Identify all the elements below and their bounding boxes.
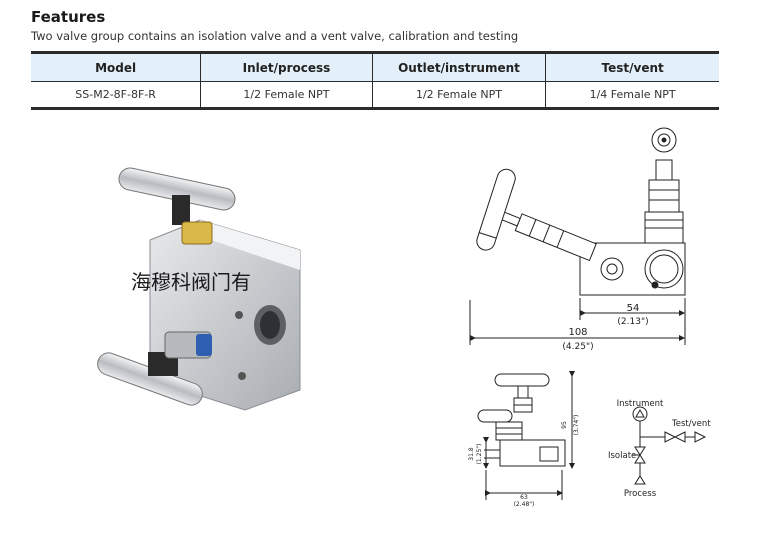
schematic-isolate-label: Isolate	[608, 451, 636, 461]
cell-inlet: 1/2 Female NPT	[200, 81, 373, 109]
cell-testvent: 1/4 Female NPT	[545, 81, 719, 109]
dim-54-label: 54	[627, 303, 640, 314]
dim-95-inch-label: (3.74")	[573, 415, 580, 436]
dim-63-inch-label: (2.48")	[514, 501, 535, 508]
dim-54-inch-label: (2.13")	[617, 317, 648, 327]
spec-table-header-row: Model Inlet/process Outlet/instrument Te…	[31, 52, 719, 82]
cell-model: SS-M2-8F-8F-R	[75, 88, 156, 101]
col-header-testvent: Test/vent	[545, 52, 719, 82]
watermark-text: 海穆科阀门有	[131, 270, 251, 294]
cell-outlet: 1/2 Female NPT	[371, 81, 546, 109]
col-header-outlet: Outlet/instrument	[371, 52, 546, 82]
front-view-drawing	[477, 371, 575, 500]
dim-108-inch-label: (4.25")	[562, 342, 593, 352]
schematic-testvent-label: Test/vent	[671, 419, 711, 429]
dim-108-label: 108	[568, 327, 587, 338]
schematic-process-label: Process	[624, 489, 657, 499]
side-view-drawing	[469, 127, 686, 345]
dim-31-inch-label: (1.25")	[476, 444, 483, 465]
dim-63-label: 63	[520, 494, 528, 501]
valve-photo	[97, 167, 301, 411]
spec-table: Model Inlet/process Outlet/instrument Te…	[31, 51, 719, 110]
features-heading: Features	[31, 8, 106, 26]
features-description: Two valve group contains an isolation va…	[31, 29, 519, 43]
col-header-model: Model	[31, 52, 201, 82]
schematic-instrument-label: Instrument	[617, 399, 664, 409]
dim-31-label: 31.8	[468, 447, 475, 461]
col-header-inlet: Inlet/process	[200, 52, 373, 82]
dim-95-label: 95	[561, 421, 568, 429]
table-row: SS-M2-8F-8F-R 1/2 Female NPT 1/2 Female …	[31, 81, 719, 109]
flow-schematic	[632, 406, 707, 485]
